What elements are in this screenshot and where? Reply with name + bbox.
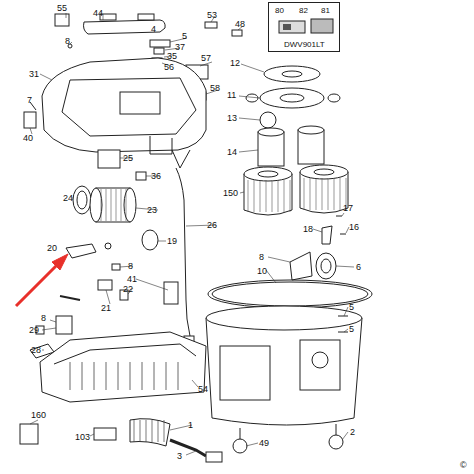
callout-number: 17	[342, 203, 354, 213]
callout-number: 26	[206, 220, 218, 230]
callout-number: 20	[46, 243, 58, 253]
callout-number: 57	[200, 53, 212, 63]
callout-number: 12	[229, 58, 241, 68]
callout-number: 54	[197, 384, 209, 394]
kit-illustration	[277, 17, 337, 37]
callout-number: 8	[258, 252, 265, 262]
callout-number: 25	[122, 153, 134, 163]
callout-number: 11	[226, 90, 237, 100]
callout-number: 56	[163, 62, 175, 72]
callout-number: 8	[127, 261, 134, 271]
callout-number: 23	[146, 205, 158, 215]
callout-number: 24	[62, 193, 74, 203]
callout-number: 37	[174, 42, 186, 52]
callout-number: 1	[187, 420, 194, 430]
callout-number: 4	[150, 24, 157, 34]
callout-number: 80	[275, 6, 284, 15]
callout-number: 18	[302, 224, 314, 234]
model-label: DWV901LT	[284, 40, 325, 49]
callout-number: 48	[234, 19, 246, 29]
callout-number: 7	[26, 95, 33, 105]
callout-number: 13	[226, 113, 238, 123]
callout-number: 2	[349, 427, 356, 437]
callout-number: 10	[256, 266, 268, 276]
callout-number: 81	[321, 6, 330, 15]
callout-number: 53	[206, 10, 218, 20]
callout-number: 41	[126, 274, 138, 284]
callout-number: 40	[22, 133, 34, 143]
callout-number: 22	[122, 284, 134, 294]
callout-number: 55	[56, 3, 68, 13]
callout-number: 44	[92, 8, 104, 18]
callout-number: 49	[258, 438, 270, 448]
callout-number: 8	[40, 313, 47, 323]
callout-number: 8	[64, 36, 71, 46]
callout-number: 31	[28, 69, 40, 79]
callout-number: 14	[226, 147, 238, 157]
callout-number: 19	[166, 236, 178, 246]
callout-number: 5	[348, 302, 355, 312]
callout-number: 28	[30, 345, 42, 355]
callout-number: 150	[222, 188, 239, 198]
callout-number: 16	[348, 222, 360, 232]
callout-number: 36	[150, 171, 162, 181]
callout-number: 21	[100, 303, 112, 313]
callout-number: 5	[181, 31, 188, 41]
kit-box: 80 82 81DWV901LT	[268, 2, 340, 52]
callout-number: 35	[166, 51, 178, 61]
callout-number: ©	[459, 460, 468, 470]
callout-number: 58	[209, 83, 221, 93]
callout-number: 103	[74, 432, 91, 442]
callout-number: 82	[299, 6, 308, 15]
callout-number: 5	[348, 324, 355, 334]
callout-number: 6	[355, 262, 362, 272]
callout-number: 160	[30, 410, 47, 420]
callout-number: 29	[28, 325, 40, 335]
callout-number: 3	[176, 451, 183, 461]
